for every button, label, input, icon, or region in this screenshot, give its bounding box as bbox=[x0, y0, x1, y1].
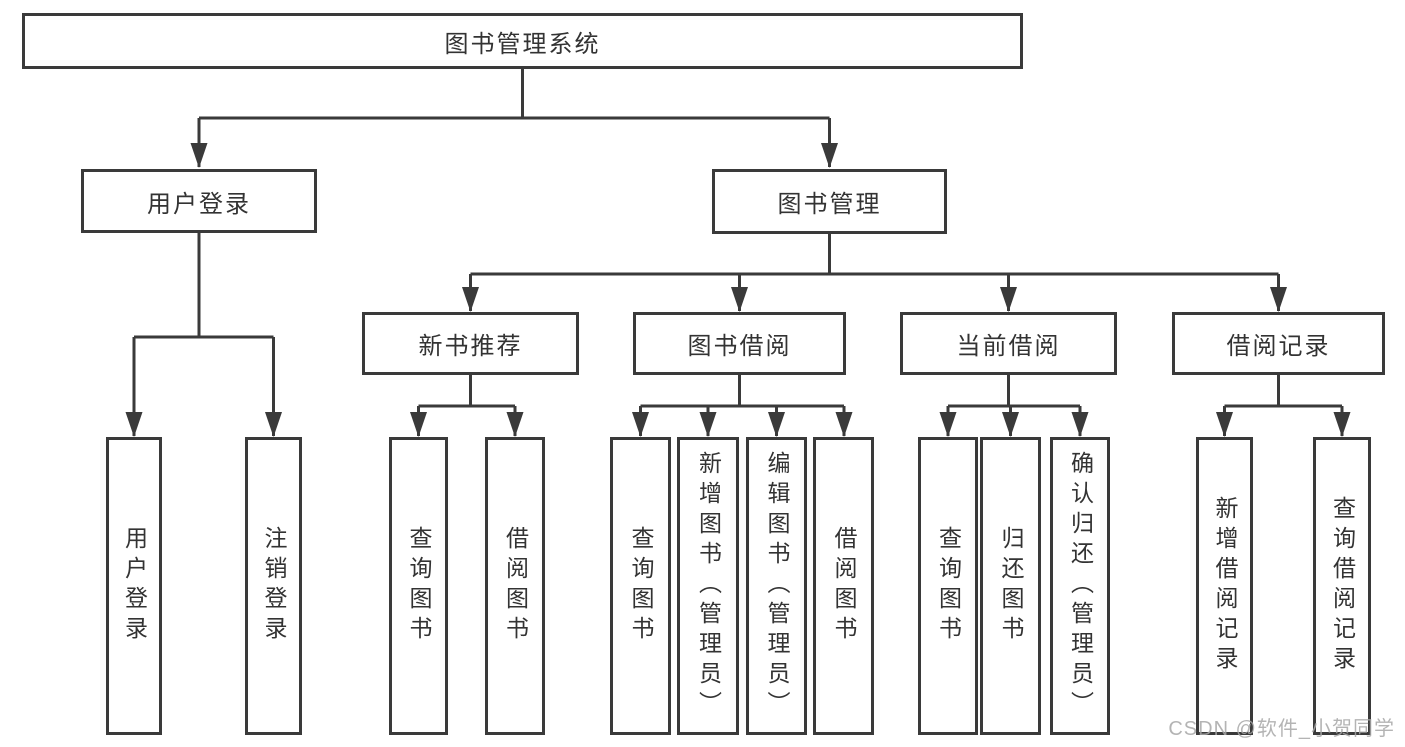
node-label: 用户登录 bbox=[147, 190, 251, 218]
node-label: 查询图书 bbox=[935, 526, 962, 646]
node-label: 图书管理系统 bbox=[444, 30, 601, 58]
node-book-management: 图书管理 bbox=[712, 169, 947, 234]
node-book-borrowing: 图书借阅 bbox=[633, 312, 846, 375]
node-label: 借阅图书 bbox=[831, 526, 857, 646]
leaf-borrow-books-recommend: 借阅图书 bbox=[485, 437, 545, 735]
node-user-login: 用户登录 bbox=[81, 169, 317, 233]
leaf-query-books-current: 查询图书 bbox=[918, 437, 978, 735]
node-label: 图书管理 bbox=[777, 191, 882, 218]
node-label: 查询图书 bbox=[628, 526, 654, 646]
node-label: 归还图书 bbox=[998, 526, 1024, 646]
node-label: 新增借阅记录 bbox=[1212, 496, 1238, 676]
leaf-add-borrow-record: 新增借阅记录 bbox=[1196, 437, 1253, 735]
leaf-logout: 注销登录 bbox=[245, 437, 302, 735]
leaf-add-books-admin: 新增图书（管理员） bbox=[677, 437, 739, 735]
leaf-user-login: 用户登录 bbox=[106, 437, 162, 735]
node-label: 注销登录 bbox=[261, 526, 287, 646]
leaf-borrow-books: 借阅图书 bbox=[813, 437, 874, 735]
leaf-confirm-return-admin: 确认归还（管理员） bbox=[1050, 437, 1110, 735]
node-label: 确认归还（管理员） bbox=[1067, 451, 1094, 721]
node-label: 新增图书（管理员） bbox=[695, 451, 722, 721]
node-borrowing-records: 借阅记录 bbox=[1172, 312, 1385, 375]
node-label: 借阅图书 bbox=[502, 526, 529, 646]
node-label: 借阅记录 bbox=[1226, 333, 1331, 360]
leaf-return-books: 归还图书 bbox=[980, 437, 1041, 735]
node-label: 查询借阅记录 bbox=[1329, 496, 1356, 676]
node-label: 图书借阅 bbox=[687, 333, 792, 360]
node-label: 编辑图书（管理员） bbox=[764, 451, 790, 721]
node-label: 当前借阅 bbox=[956, 333, 1061, 360]
node-label: 新书推荐 bbox=[418, 333, 523, 360]
leaf-query-borrow-record: 查询借阅记录 bbox=[1313, 437, 1371, 735]
node-new-book-recommend: 新书推荐 bbox=[362, 312, 579, 375]
node-library-management-system: 图书管理系统 bbox=[22, 13, 1023, 69]
node-label: 用户登录 bbox=[121, 526, 148, 646]
node-current-borrowing: 当前借阅 bbox=[900, 312, 1117, 375]
leaf-query-books-recommend: 查询图书 bbox=[389, 437, 448, 735]
node-label: 查询图书 bbox=[406, 526, 432, 646]
leaf-query-books-borrow: 查询图书 bbox=[610, 437, 671, 735]
leaf-edit-books-admin: 编辑图书（管理员） bbox=[746, 437, 807, 735]
